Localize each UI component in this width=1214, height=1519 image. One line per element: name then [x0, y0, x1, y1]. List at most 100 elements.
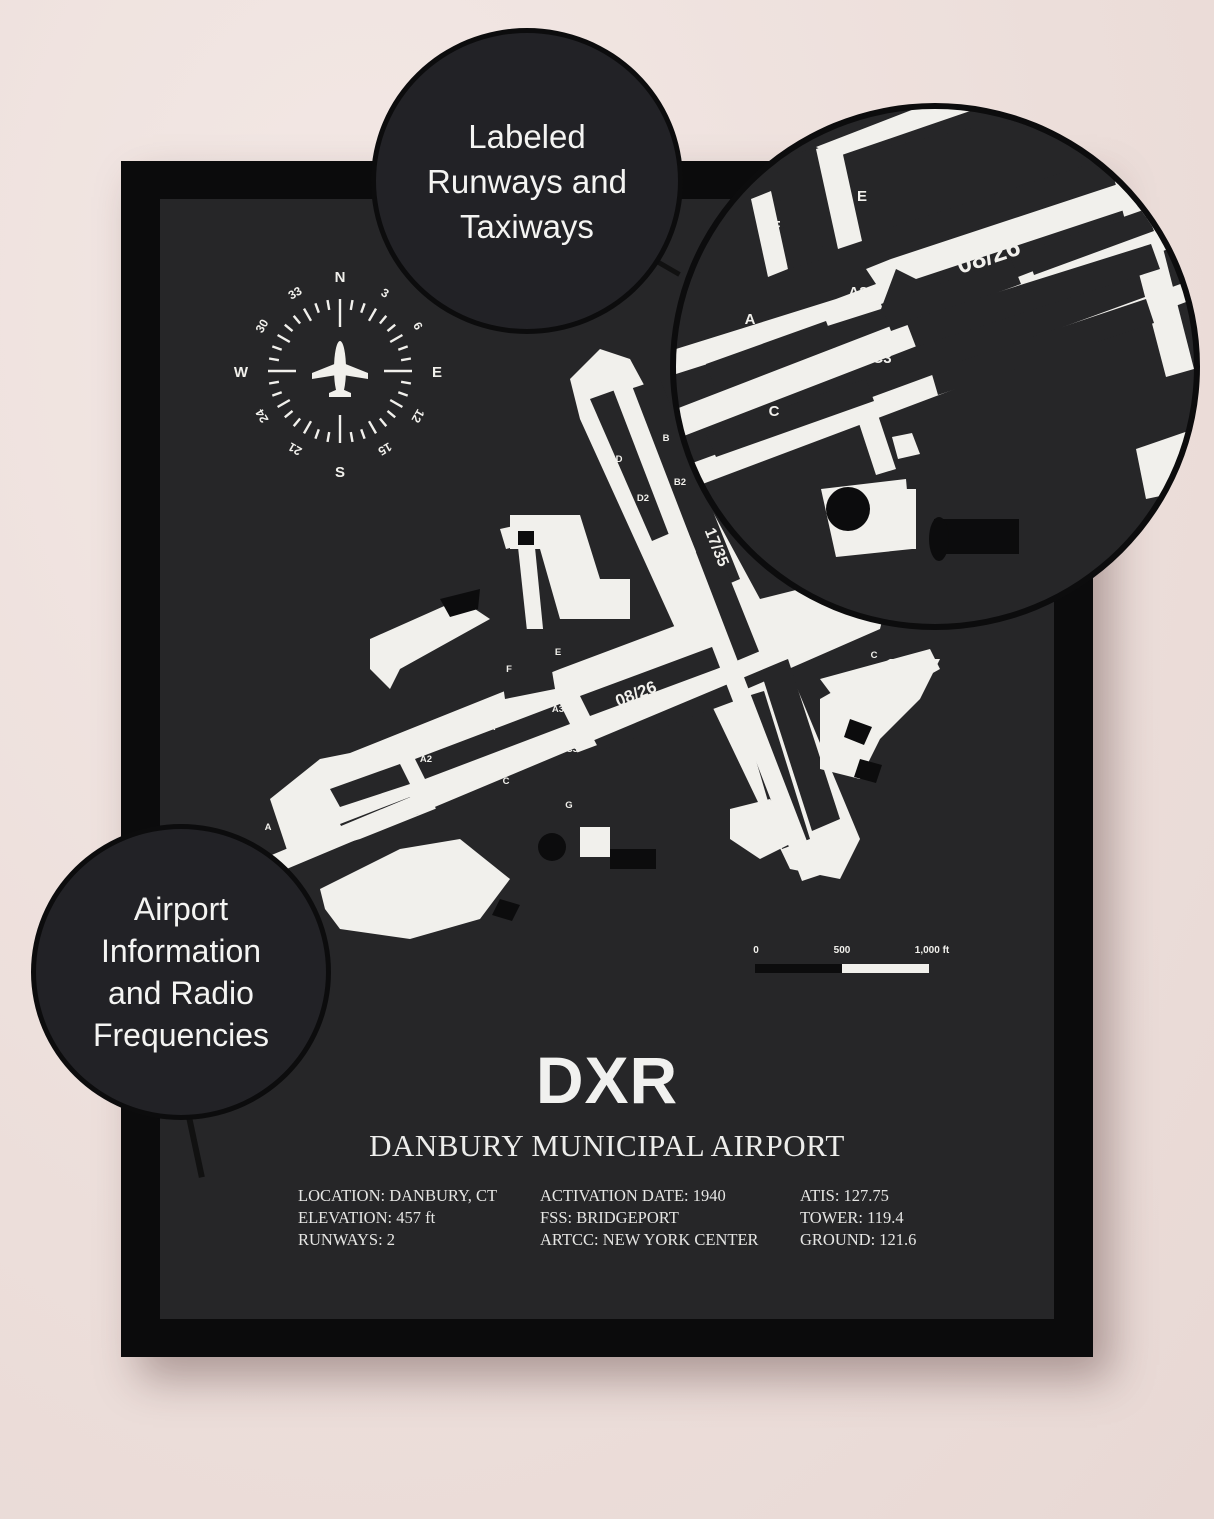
- hangars-dark: [440, 589, 882, 921]
- compass-tick: [284, 409, 294, 419]
- compass-tick: [268, 357, 280, 362]
- info-activation-date: ACTIVATION DATE: 1940: [540, 1186, 726, 1205]
- taxiway-label-c1: C1: [300, 844, 313, 855]
- compass-e: E: [432, 364, 442, 381]
- zoom-taxiway-e: E: [857, 188, 867, 205]
- scale-tick-1000: 1,000 ft: [915, 945, 950, 956]
- compass-tick: [292, 315, 302, 325]
- taxiway-label-d: D: [616, 454, 623, 465]
- compass-6: 6: [410, 320, 426, 333]
- zoom-taxiway-f: F: [771, 218, 780, 235]
- callout-info-line-3: and Radio: [108, 975, 254, 1011]
- compass-tick: [360, 302, 366, 314]
- compass-tick: [302, 308, 313, 322]
- taxiway-label-a: A: [265, 822, 272, 833]
- scale-tick-500: 500: [834, 945, 851, 956]
- compass-rose: N E S W 3 6 12 15 21 24 30 33: [234, 269, 442, 481]
- callout-airport-info: Airport Information and Radio Frequencie…: [31, 824, 331, 1120]
- taxiway-label-d-south: D: [772, 764, 779, 775]
- zoom-taxiway-g: G: [872, 441, 884, 458]
- info-artcc: ARTCC: NEW YORK CENTER: [540, 1230, 759, 1249]
- taxiway-label-f: F: [506, 664, 512, 675]
- taxiway-label-a2: A2: [420, 754, 432, 765]
- taxiway-label-d2: D2: [637, 493, 649, 504]
- info-column-1: LOCATION: DANBURY, CT ELEVATION: 457 ft …: [298, 1185, 497, 1251]
- taxiway-label-c2: C2: [434, 794, 446, 805]
- compass-s: S: [335, 464, 345, 481]
- zoom-building-fbo: [826, 487, 1019, 561]
- airport-name: DANBURY MUNICIPAL AIRPORT: [369, 1128, 845, 1163]
- compass-30: 30: [253, 316, 272, 335]
- info-location: LOCATION: DANBURY, CT: [298, 1186, 498, 1205]
- compass-15: 15: [375, 440, 394, 459]
- taxiway-label-group: A A2 A A3 B B2 B C C C1 C2 C3 D D D2 E F…: [265, 433, 878, 855]
- info-fss: FSS: BRIDGEPORT: [540, 1208, 679, 1227]
- airport-diagram: N E S W 3 6 12 15 21 24 30 33: [234, 269, 950, 973]
- compass-tick: [271, 345, 283, 351]
- airport-code: DXR: [535, 1043, 679, 1117]
- info-atis: ATIS: 127.75: [800, 1186, 889, 1205]
- zoom-taxiway-c: C: [769, 403, 780, 420]
- taxiway-label-e: E: [555, 647, 561, 658]
- scale-bar: 0 500 1,000 ft: [753, 945, 950, 973]
- compass-tick: [400, 380, 412, 385]
- info-elevation: ELEVATION: 457 ft: [298, 1208, 436, 1227]
- compass-tick: [400, 357, 412, 362]
- compass-24: 24: [252, 406, 271, 425]
- airport-poster: N E S W 3 6 12 15 21 24 30 33: [160, 199, 1054, 1319]
- taxiway-label-c-east: C: [871, 650, 878, 661]
- callout-runways-line-3: Taxiways: [460, 207, 594, 245]
- zoom-taxiway-a: A: [745, 311, 756, 328]
- compass-tick: [360, 428, 366, 440]
- terminal-buildings: [320, 515, 940, 939]
- compass-tick: [314, 302, 320, 314]
- compass-tick: [386, 323, 396, 333]
- taxiway-label-a-mid: A: [489, 722, 496, 733]
- compass-tick: [277, 398, 291, 409]
- callout-runways-taxiways: Labeled Runways and Taxiways: [371, 28, 683, 334]
- compass-tick: [397, 391, 409, 397]
- callout-runways-line-1: Labeled: [468, 117, 586, 155]
- zoom-taxiway-c3: C3: [872, 350, 891, 367]
- compass-21: 21: [285, 439, 304, 458]
- compass-tick: [367, 308, 378, 322]
- compass-tick: [389, 398, 403, 409]
- compass-tick: [302, 420, 313, 434]
- taxiway-label-a3: A3: [552, 704, 564, 715]
- zoom-lens: 08/26 A A3 C C3 E F G: [670, 103, 1200, 630]
- compass-tick: [349, 299, 354, 311]
- compass-tick: [326, 431, 331, 443]
- info-tower: TOWER: 119.4: [800, 1208, 904, 1227]
- callout-runways-line-2: Runways and: [427, 162, 627, 200]
- compass-tick: [389, 333, 403, 344]
- compass-tick: [386, 409, 396, 419]
- compass-12: 12: [408, 407, 427, 426]
- compass-3: 3: [379, 285, 392, 301]
- compass-tick: [284, 323, 294, 333]
- compass-tick: [277, 333, 291, 344]
- callout-info-line-4: Frequencies: [92, 1017, 270, 1053]
- compass-tick: [367, 420, 378, 434]
- compass-tick: [292, 417, 302, 427]
- compass-tick: [349, 431, 354, 443]
- zoom-taxiway-a3: A3: [848, 284, 867, 301]
- compass-w: W: [234, 364, 249, 381]
- taxiway-label-b: B: [663, 433, 670, 444]
- scale-tick-0: 0: [753, 945, 759, 956]
- airplane-icon: [312, 341, 368, 397]
- taxiway-label-g: G: [565, 800, 572, 811]
- compass-33: 33: [286, 283, 305, 302]
- callout-info-line-2: Information: [100, 933, 262, 969]
- taxiway-label-b-south: B: [821, 747, 828, 758]
- compass-tick: [271, 391, 283, 397]
- compass-tick: [326, 299, 331, 311]
- info-runways: RUNWAYS: 2: [298, 1230, 396, 1249]
- taxiway-label-c3: C3: [566, 744, 578, 755]
- compass-tick: [378, 417, 388, 427]
- info-column-2: ACTIVATION DATE: 1940 FSS: BRIDGEPORT AR…: [540, 1185, 759, 1251]
- compass-tick: [378, 315, 388, 325]
- info-column-3: ATIS: 127.75 TOWER: 119.4 GROUND: 121.6: [800, 1185, 916, 1251]
- info-ground: GROUND: 121.6: [800, 1230, 917, 1249]
- compass-tick: [397, 345, 409, 351]
- taxiway-label-c: C: [503, 776, 510, 787]
